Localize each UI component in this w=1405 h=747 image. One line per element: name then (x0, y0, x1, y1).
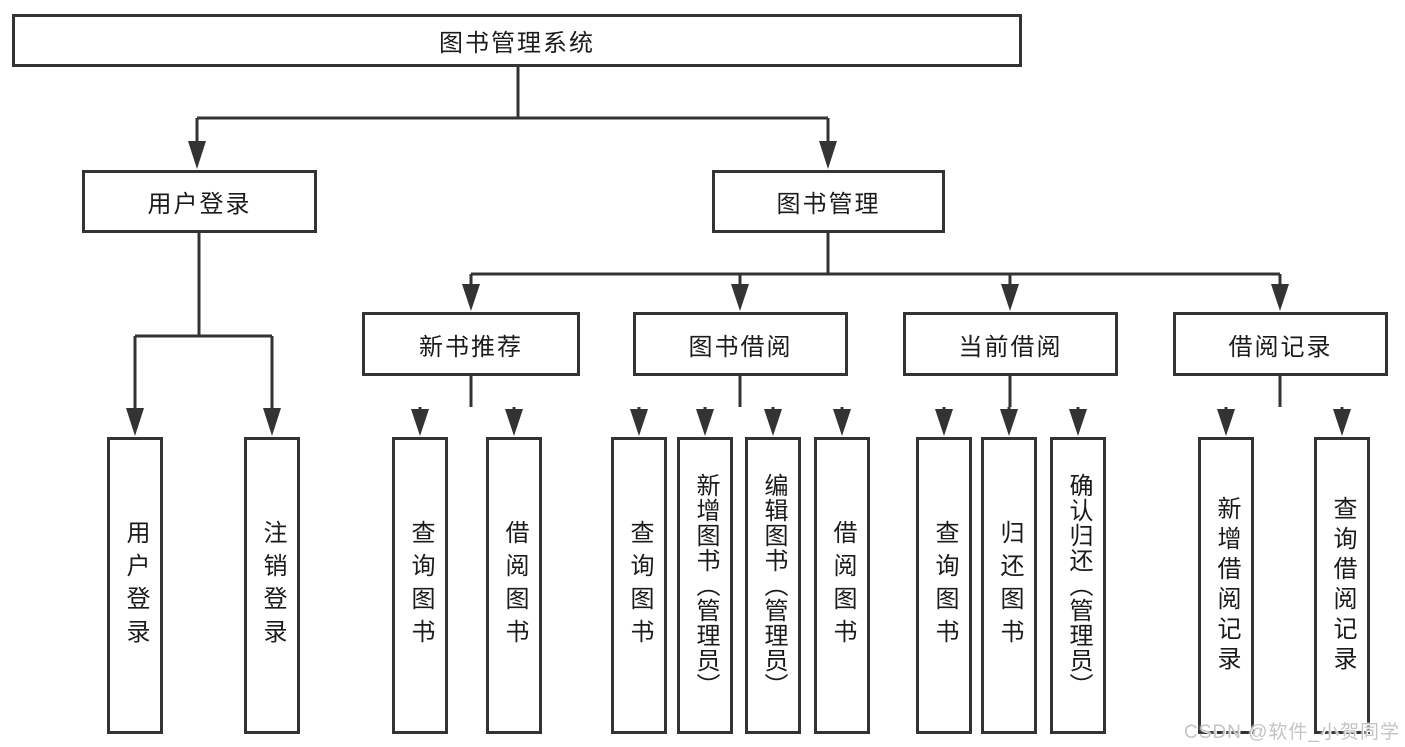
leaf-borrow-books-recommend: 借阅图书 (486, 437, 542, 734)
node-new-book-recommend: 新书推荐 (362, 312, 580, 376)
connector-strokes (126, 67, 1351, 436)
csdn-watermark: CSDN @软件_小贺同学 (1184, 722, 1400, 743)
leaf-add-book-admin: 新增图书（管理员） (677, 437, 733, 734)
leaf-query-books-borrow: 查询图书 (611, 437, 667, 734)
leaf-user-login: 用户登录 (107, 437, 163, 734)
node-user-login: 用户登录 (82, 170, 317, 233)
leaf-query-books-recommend: 查询图书 (392, 437, 448, 734)
leaf-confirm-return-admin: 确认归还（管理员） (1050, 437, 1106, 734)
leaf-logout: 注销登录 (244, 437, 300, 734)
node-borrow-records: 借阅记录 (1173, 312, 1388, 376)
leaf-edit-book-admin: 编辑图书（管理员） (745, 437, 801, 734)
leaf-add-borrow-record: 新增借阅记录 (1198, 437, 1254, 734)
node-root: 图书管理系统 (12, 14, 1022, 67)
leaf-query-books-current: 查询图书 (916, 437, 972, 734)
node-current-borrow: 当前借阅 (903, 312, 1118, 376)
leaf-return-book: 归还图书 (981, 437, 1037, 734)
leaf-query-borrow-record: 查询借阅记录 (1314, 437, 1370, 734)
leaf-borrow-books-borrow: 借阅图书 (814, 437, 870, 734)
node-book-borrow: 图书借阅 (633, 312, 848, 376)
node-book-management: 图书管理 (712, 170, 945, 233)
